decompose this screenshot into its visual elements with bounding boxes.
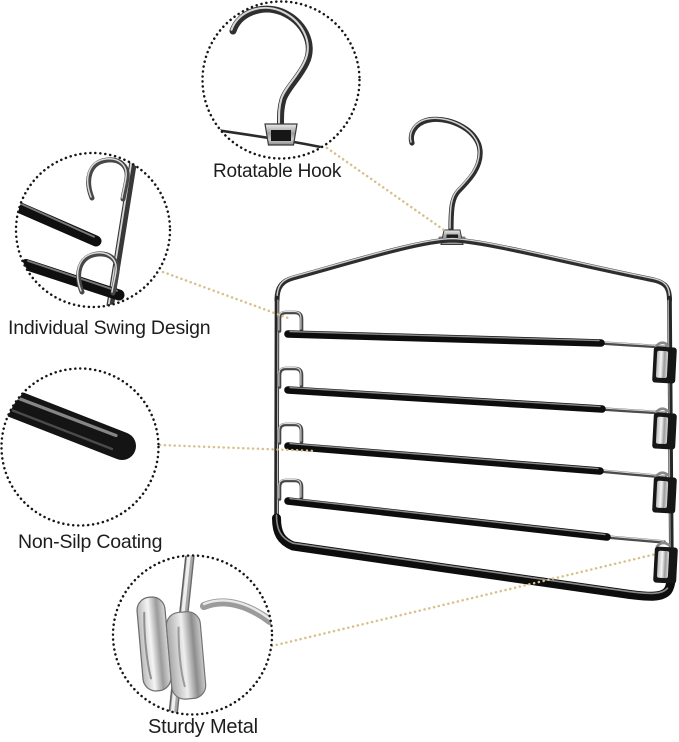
- hanger-swing-bar-1: [277, 310, 667, 349]
- hanger-top-hook: [408, 116, 483, 232]
- hanger-clip-4: [653, 541, 678, 584]
- leader-line-individual-swing-design: [161, 270, 290, 320]
- magnified-swing-hooks-photo: [16, 153, 138, 307]
- hanger-clip-2: [652, 407, 677, 450]
- bottom-frame-bar: [272, 513, 676, 601]
- magnified-metal-joint-photo: [136, 555, 272, 715]
- callout-non-slip-coating: [0, 367, 160, 527]
- hanger-clip-1: [652, 341, 677, 384]
- callout-circle-sturdy-metal: [111, 554, 274, 716]
- hanger-swing-bar-2: [277, 366, 667, 415]
- callout-rotatable-hook: [201, 0, 361, 160]
- callout-circle-non-slip-coating: [0, 367, 160, 527]
- callout-label-individual-swing-design: Individual Swing Design: [8, 317, 211, 339]
- callout-circle-rotatable-hook: [201, 0, 361, 160]
- callout-label-non-slip-coating: Non-Silp Coating: [18, 531, 163, 553]
- leader-lines: [158, 146, 658, 648]
- left-side-wire: [274, 295, 280, 525]
- leader-line-sturdy-metal: [270, 552, 658, 648]
- callout-circle-individual-swing-design: [14, 151, 172, 309]
- hanger-frame: [272, 237, 676, 601]
- leader-line-rotatable-hook: [325, 146, 446, 232]
- hanger-swing-bar-4: [277, 478, 666, 544]
- magnified-hook-photo: [207, 5, 336, 152]
- leader-line-non-slip-coating: [158, 443, 318, 453]
- callout-label-sturdy-metal: Sturdy Metal: [148, 716, 258, 738]
- callout-individual-swing-design: [14, 151, 172, 309]
- hanger-swing-bar-3: [277, 422, 667, 479]
- hanger-clip-3: [652, 471, 677, 514]
- callout-label-rotatable-hook: Rotatable Hook: [213, 161, 342, 182]
- callout-sturdy-metal: [111, 554, 274, 716]
- hanger-illustration: [272, 116, 678, 601]
